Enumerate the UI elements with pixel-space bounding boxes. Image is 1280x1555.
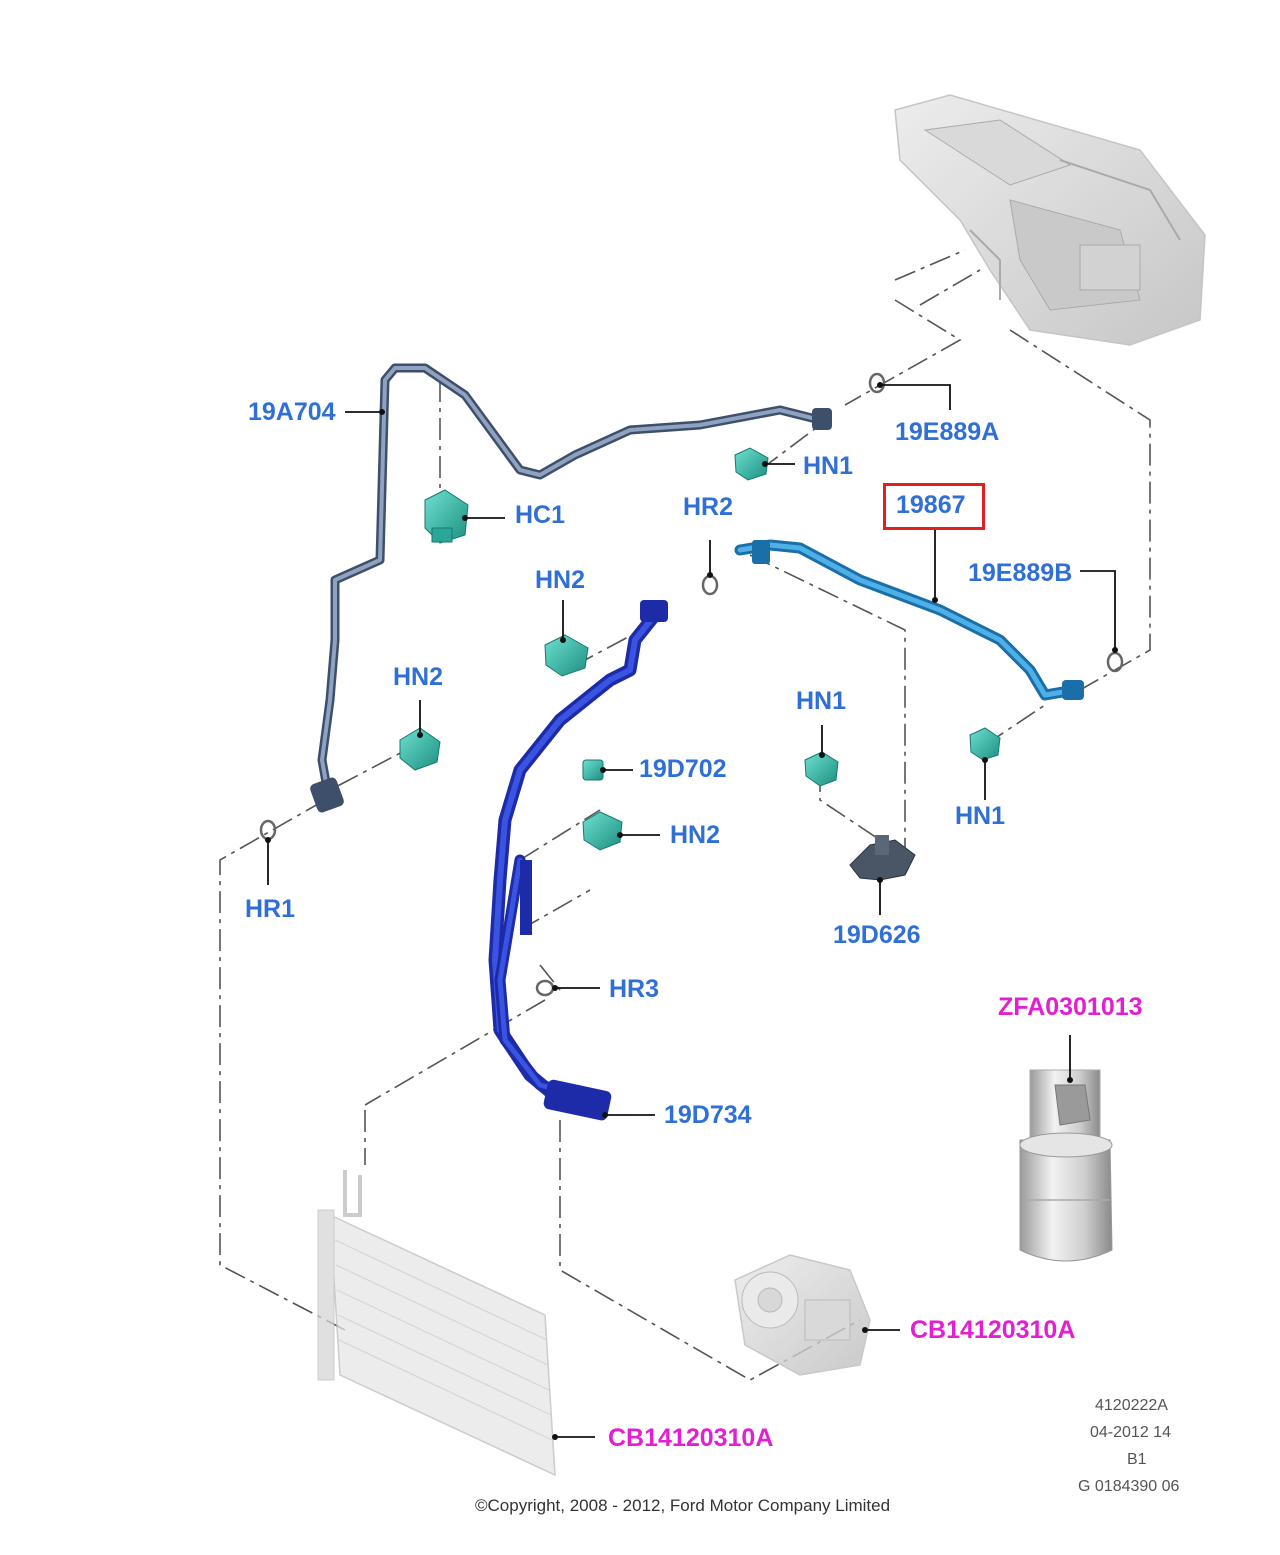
clip-hc1 [424,489,469,544]
label-19A704: 19A704 [248,398,336,426]
hvac-unit-illustration [894,94,1206,346]
bracket-19D626 [849,835,916,881]
label-hn1-right: HN1 [955,802,1006,830]
label-hn2-low: HN2 [670,821,721,849]
label-hc1: HC1 [515,501,566,529]
pipe-19D734 [488,600,668,1121]
leader-lines [267,384,1116,1438]
drawing-ref-line1: 4120222A [1095,1397,1168,1414]
label-zfa0301013: ZFA0301013 [998,993,1143,1021]
drawing-ref-line4: G 0184390 06 [1078,1478,1180,1495]
label-hn1-top: HN1 [803,452,854,480]
label-19D626: 19D626 [833,921,921,949]
label-19D734: 19D734 [664,1101,752,1129]
receiver-drier-illustration [1019,1069,1113,1262]
o-ring-hr3 [535,979,555,997]
label-compressor-part: CB14120310A [910,1316,1076,1344]
label-19867: 19867 [896,491,966,519]
clip-hn1-right [969,727,1001,761]
pipe-19A704 [310,363,832,813]
drawing-ref-line2: 04-2012 14 [1090,1424,1171,1441]
o-ring-hr1 [259,819,277,841]
label-19E889A: 19E889A [895,418,1000,446]
condenser-illustration [317,1170,556,1477]
leader-dots [265,382,1118,1440]
label-hn2-left: HN2 [393,663,444,691]
highlight-box [883,483,985,530]
o-ring-19E889A [868,372,886,394]
label-condenser-part: CB14120310A [608,1424,774,1452]
label-19E889B: 19E889B [968,559,1073,587]
clip-hn2-low [582,811,623,851]
o-ring-hr2 [701,574,719,596]
pipe-19867 [734,539,1084,701]
label-hr3: HR3 [609,975,660,1003]
compressor-illustration [734,1254,871,1376]
o-ring-19E889B [1106,651,1124,673]
o-rings [259,372,1124,997]
label-hn2-mid: HN2 [535,566,586,594]
clip-hn2-mid [544,634,589,677]
drawing-ref-line3: B1 [1127,1451,1147,1468]
label-hn1-mid: HN1 [796,687,847,715]
label-hr1: HR1 [245,895,296,923]
label-19D702: 19D702 [639,755,727,783]
copyright-notice: ©Copyright, 2008 - 2012, Ford Motor Comp… [475,1496,891,1515]
clip-hn1-top [734,447,769,481]
label-hr2: HR2 [683,493,734,521]
